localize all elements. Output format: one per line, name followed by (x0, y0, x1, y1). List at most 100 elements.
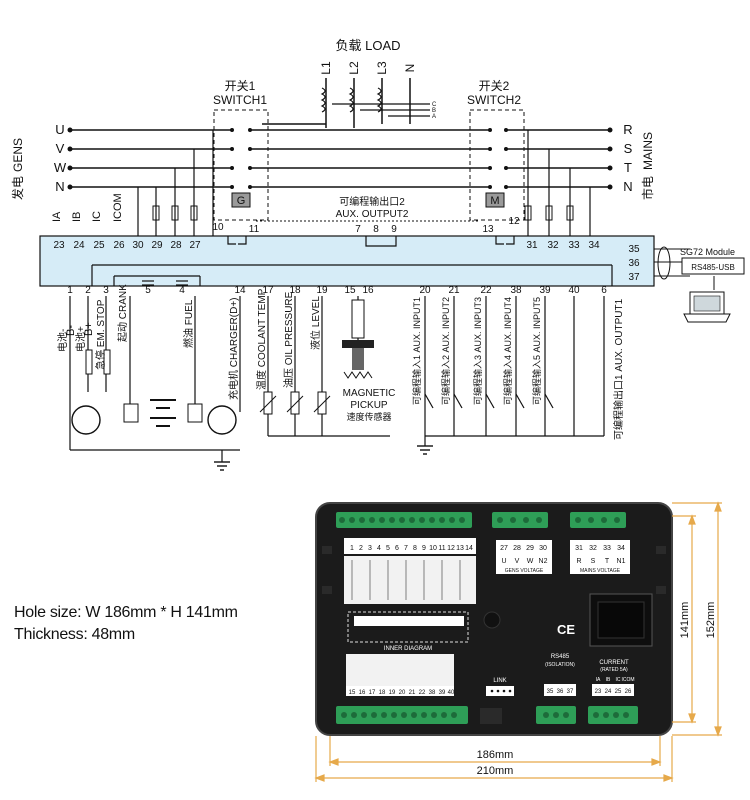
gens-phase-label-n2: N2 (539, 558, 548, 565)
term-20: 20 (419, 285, 431, 296)
gens-term-30: 30 (539, 545, 547, 552)
controller-inner-wires (91, 236, 613, 286)
term-24: 24 (73, 240, 85, 251)
terminal-screws-top (339, 517, 620, 523)
mains-phase-label-t: T (605, 558, 610, 565)
battery-pos-cn: 电池+ (74, 326, 87, 352)
gens-phase-v: V (56, 141, 65, 156)
term-35: 35 (628, 244, 640, 255)
mains-label-cn: 市电 (640, 176, 655, 200)
ct-label-c: C (432, 102, 437, 108)
term-14: 14 (234, 285, 246, 296)
mains-phase-t: T (624, 160, 632, 175)
term-3: 3 (103, 285, 109, 296)
panel-connector-socket (597, 601, 645, 639)
panel-term-7: 7 (404, 545, 408, 552)
width-outer-label: 210mm (477, 765, 514, 777)
link-connector (480, 708, 502, 724)
panel-term-14: 14 (465, 545, 473, 552)
term-2: 2 (85, 285, 91, 296)
pickup-label-1: MAGNETIC (343, 388, 396, 399)
aux-output1-label: 可编程输出口1 AUX. OUTPUT1 (612, 298, 625, 440)
term-16: 16 (362, 285, 374, 296)
current-label-ib: IB (71, 212, 83, 222)
inner-diagram-label: INNER DIAGRAM (384, 646, 432, 652)
mains-voltage-terminals: 31 32 33 34 R S T N1 MAINS VOLTAGE (575, 545, 625, 574)
term-37: 37 (628, 272, 640, 283)
rs485-label-strip (544, 684, 576, 696)
inner-diagram-box (347, 611, 469, 643)
switch1-cn: 开关1 (225, 79, 256, 93)
load-phases: L1 L2 L3 N (319, 61, 417, 75)
switch1-en: SWITCH1 (213, 93, 267, 107)
term-30: 30 (132, 240, 144, 251)
load-label: 负载 LOAD (335, 38, 400, 53)
switch1-coil (231, 192, 251, 208)
rs485-term-37: 37 (567, 689, 574, 695)
term-1: 1 (67, 285, 73, 296)
gens-phase-n: N (55, 179, 64, 194)
ground-icon (214, 445, 433, 471)
width-inner-label: 186mm (477, 749, 514, 761)
inner-diagram-terminal-strip (354, 616, 464, 626)
term-33: 33 (568, 240, 580, 251)
current-term-25: 25 (615, 689, 622, 695)
term-17: 17 (262, 285, 274, 296)
crank-label: 起动 CRANK (117, 284, 129, 342)
gens-phase-label-w: W (527, 558, 534, 565)
bottom-terminal-label-strip (346, 686, 454, 696)
mains-phase-label-s: S (591, 558, 596, 565)
link-port (486, 686, 514, 696)
term-9: 9 (391, 224, 397, 235)
sensor-arrows (259, 395, 331, 413)
top-left-terminal-numbers: 1 2 3 4 5 6 7 8 9 10 11 12 13 14 (350, 545, 473, 552)
term-25: 25 (93, 240, 105, 251)
aux-input3-label: 可编程输入3 AUX. INPUT3 (472, 297, 483, 405)
charger-label: 充电机 CHARGER(D+) (227, 297, 240, 400)
current-title: CURRENT (599, 660, 629, 666)
height-inner-label: 141mm (679, 602, 691, 639)
term-26: 26 (113, 240, 125, 251)
battery-neg-cn: 电池- (56, 329, 69, 352)
gens-phase-label-v: V (515, 558, 520, 565)
switch2-en: SWITCH2 (467, 93, 521, 107)
shield-icon (657, 246, 671, 280)
term-15: 15 (344, 285, 356, 296)
output-legend-area (344, 556, 476, 604)
load-phase-l2: L2 (347, 61, 361, 75)
rs485-term-36: 36 (557, 689, 564, 695)
term-28: 28 (170, 240, 182, 251)
aux-input-switch-icons (424, 393, 554, 409)
current-label-ia: IA (51, 211, 63, 222)
current-term-label-ib: IB (606, 677, 611, 683)
ct-coil-icons (320, 87, 430, 117)
term-27: 27 (189, 240, 201, 251)
panel-term-3: 3 (368, 545, 372, 552)
rs485-title: RS485 (551, 654, 570, 660)
term-29: 29 (151, 240, 163, 251)
term-18: 18 (289, 285, 301, 296)
current-term-label-ic: IC (616, 677, 621, 683)
top-terminal-numbers: 23 24 25 26 30 29 28 27 10 11 7 8 9 13 1… (53, 216, 600, 251)
magnetic-pickup-icon (342, 299, 374, 379)
load-phase-l1: L1 (319, 61, 333, 75)
gens-term-28: 28 (513, 545, 521, 552)
switch2-cn: 开关2 (479, 79, 510, 93)
panel-term-5: 5 (386, 545, 390, 552)
terminal-screws-bottom (341, 712, 629, 718)
panel-term-40: 40 (448, 690, 455, 696)
panel-term-38: 38 (429, 690, 436, 696)
current-term-label-ia: IA (596, 677, 601, 683)
gens-phase-w: W (54, 160, 67, 175)
panel-term-21: 21 (409, 690, 416, 696)
term-6: 6 (601, 285, 607, 296)
pickup-label-2: PICKUP (350, 400, 388, 411)
mains-term-32: 32 (589, 545, 597, 552)
current-term-26: 26 (625, 689, 632, 695)
em-stop-label: 急停 EM. STOP (94, 299, 107, 370)
term-13: 13 (482, 224, 494, 235)
panel-term-13: 13 (456, 545, 464, 552)
mains-term-31: 31 (575, 545, 583, 552)
battery-pos-label: B+ (83, 322, 95, 336)
